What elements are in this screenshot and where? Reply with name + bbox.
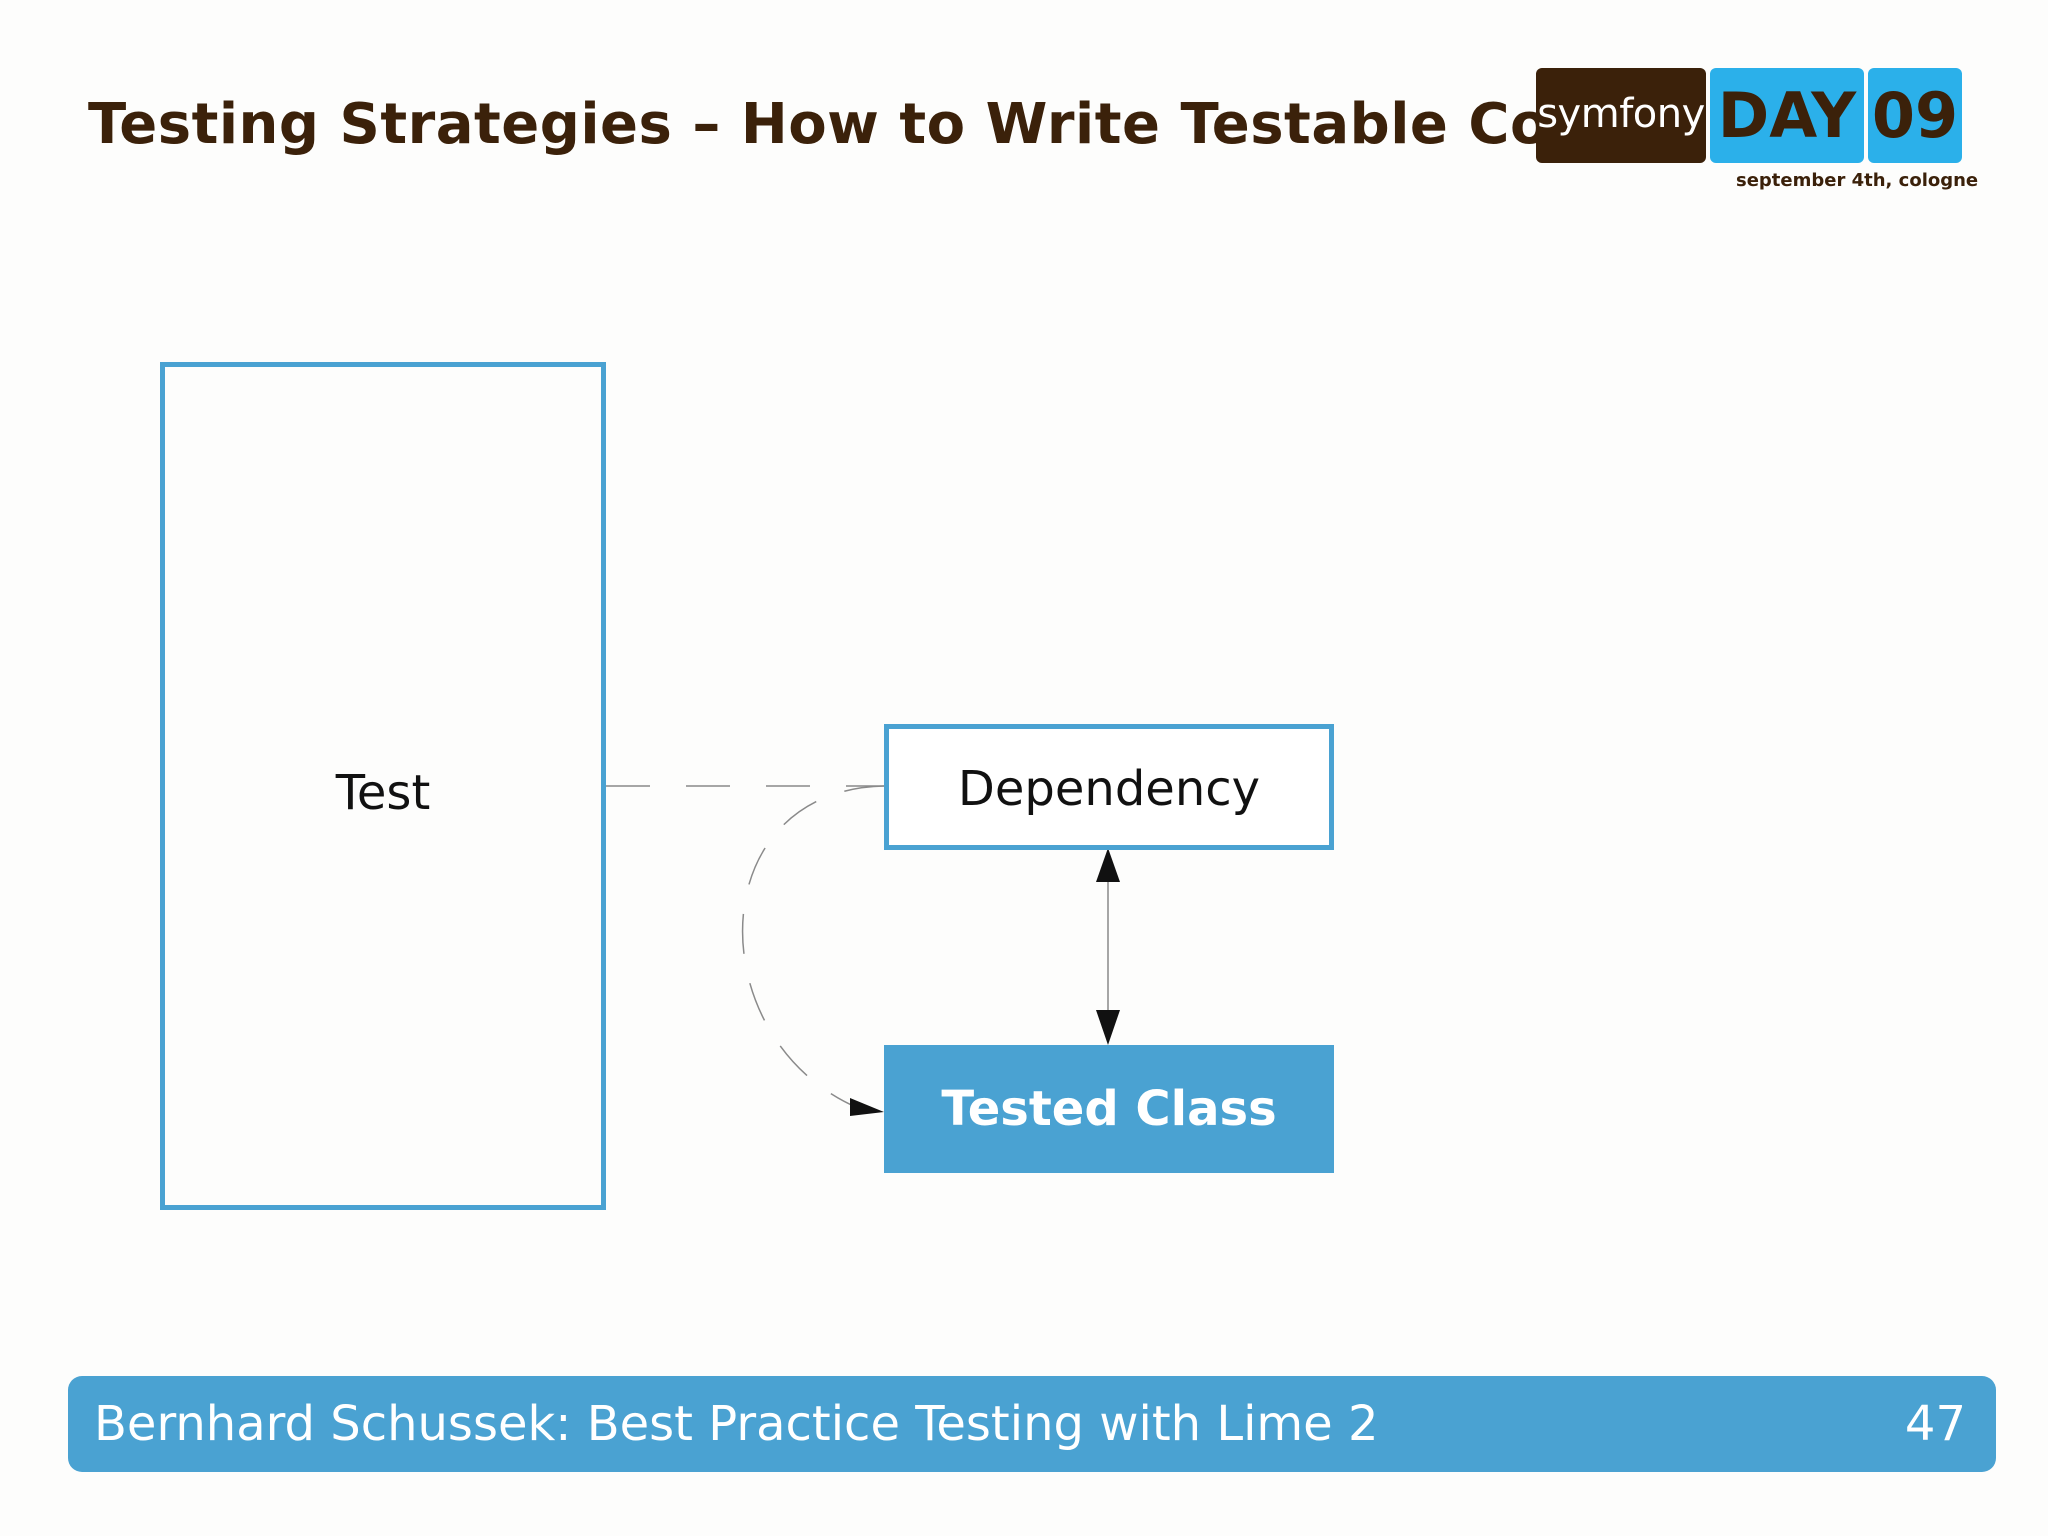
logo-brand: symfony: [1536, 68, 1706, 163]
logo-subtitle: september 4th, cologne: [1736, 170, 1979, 191]
logo-year: 09: [1868, 68, 1962, 163]
slide-title: Testing Strategies – How to Write Testab…: [88, 92, 1661, 157]
curve-arrowhead: [850, 1098, 884, 1116]
test-label: Test: [335, 765, 431, 821]
dependency-box: Dependency: [884, 724, 1334, 850]
arrowhead-down: [1096, 1010, 1120, 1045]
footer-bar: Bernhard Schussek: Best Practice Testing…: [68, 1376, 1996, 1472]
page-number: 47: [1904, 1396, 1966, 1452]
test-box: Test: [160, 362, 606, 1210]
tested-class-label: Tested Class: [941, 1081, 1277, 1137]
arrowhead-up: [1096, 848, 1120, 882]
dependency-label: Dependency: [957, 761, 1261, 817]
edge-dependency-to-tested-class-curve: [741, 785, 885, 1109]
tested-class-box: Tested Class: [884, 1045, 1334, 1173]
symfony-day-logo: symfony DAY 09 september 4th, cologne: [1536, 68, 1998, 196]
footer-text: Bernhard Schussek: Best Practice Testing…: [94, 1396, 1379, 1452]
logo-event: DAY: [1710, 68, 1864, 163]
